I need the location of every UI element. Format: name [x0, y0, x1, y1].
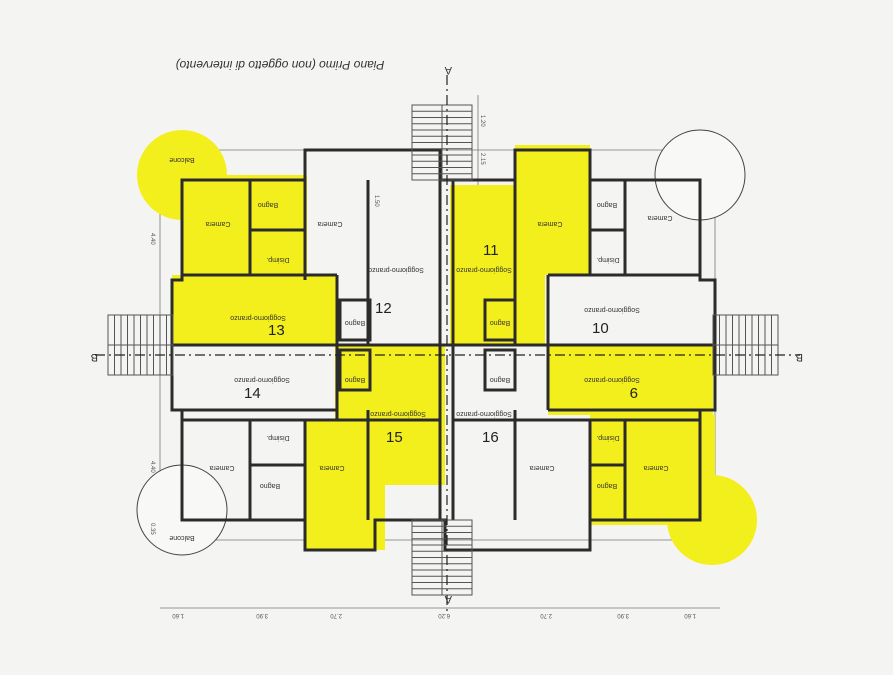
unit-number-13: 13 — [268, 322, 285, 339]
unit-number-14: 14 — [244, 385, 261, 402]
room-label-bagno-12: Bagno — [345, 319, 365, 326]
section-axes — [95, 75, 800, 612]
dim-top-3: 1.50 — [373, 195, 379, 207]
room-label-camera-10: Camera — [647, 214, 672, 221]
room-label-soggiorno-12: Soggiorno-pranzo — [368, 266, 424, 273]
room-labels: Soggiorno-pranzo Soggiorno-pranzo Soggio… — [169, 156, 672, 541]
unit-number-9: 9 — [630, 384, 638, 401]
room-label-soggiorno-9: Soggiorno-pranzo — [584, 376, 640, 383]
dim-bottom-4: 6.20 — [438, 612, 450, 618]
section-mark-b-left: B — [91, 351, 98, 363]
room-label-balcone-bottom-left: Balcone — [169, 534, 194, 541]
plan-title: Piano Primo (non oggetto di intervento) — [176, 58, 385, 72]
room-label-bagno-14: Bagno — [260, 482, 280, 489]
room-label-soggiorno-13: Soggiorno-pranzo — [230, 314, 286, 321]
room-label-camera-15: Camera — [319, 464, 344, 471]
dim-left-2: 4.40 — [149, 461, 155, 473]
dim-left-1: 4.40 — [149, 233, 155, 245]
dim-top-2: 2.15 — [479, 153, 485, 165]
room-label-bagno-11: Bagno — [490, 319, 510, 326]
dim-bottom-5: 2.70 — [540, 612, 552, 618]
room-label-camera-9: Camera — [643, 464, 668, 471]
room-label-camera-16: Camera — [529, 464, 554, 471]
unit-number-12: 12 — [375, 300, 392, 317]
room-label-bagno-13: Bagno — [258, 201, 278, 208]
section-mark-a-top: A — [444, 64, 452, 76]
room-label-camera-14: Camera — [209, 464, 234, 471]
dim-left-3: 0.35 — [149, 523, 155, 535]
highlighted-areas — [136, 129, 757, 565]
room-label-soggiorno-11: Soggiorno-pranzo — [456, 266, 512, 273]
unit-number-11: 11 — [483, 242, 499, 259]
stairs — [107, 104, 779, 596]
room-label-camera-12: Camera — [317, 220, 342, 227]
dim-top-1: 1.20 — [479, 115, 485, 127]
dimension-texts: 1.60 3.90 2.70 6.20 2.70 3.90 1.60 4.40 … — [149, 115, 696, 618]
room-label-balcone-top-left: Balcone — [169, 156, 194, 163]
building-walls — [170, 148, 717, 552]
section-mark-b-right: B — [796, 351, 803, 363]
room-label-disimp-10: Disimp. — [596, 256, 619, 263]
room-label-bagno-15: Bagno — [345, 376, 365, 383]
room-label-soggiorno-16: Soggiorno-pranzo — [456, 410, 512, 417]
unit-number-10: 10 — [592, 320, 609, 337]
room-label-camera-13: Camera — [205, 220, 230, 227]
room-label-bagno-10: Bagno — [597, 201, 617, 208]
room-label-soggiorno-10: Soggiorno-pranzo — [584, 306, 640, 313]
dim-bottom-1: 1.60 — [172, 612, 184, 618]
room-label-disimp-14: Disimp. — [266, 434, 289, 441]
room-label-bagno-16: Bagno — [490, 376, 510, 383]
room-label-soggiorno-14: Soggiorno-pranzo — [234, 376, 290, 383]
unit-number-16: 16 — [482, 429, 499, 446]
dim-bottom-2: 3.90 — [256, 612, 268, 618]
room-label-camera-11: Camera — [537, 220, 562, 227]
room-label-soggiorno-15: Soggiorno-pranzo — [370, 410, 426, 417]
room-label-disimp-13: Disimp. — [266, 256, 289, 263]
dim-bottom-3: 2.70 — [330, 612, 342, 618]
section-mark-a-bottom: A — [444, 593, 452, 605]
room-label-disimp-9: Disimp. — [596, 434, 619, 441]
dim-bottom-7: 1.60 — [684, 612, 696, 618]
dim-bottom-6: 3.90 — [617, 612, 629, 618]
unit-number-15: 15 — [386, 429, 403, 446]
room-label-bagno-9: Bagno — [597, 482, 617, 489]
